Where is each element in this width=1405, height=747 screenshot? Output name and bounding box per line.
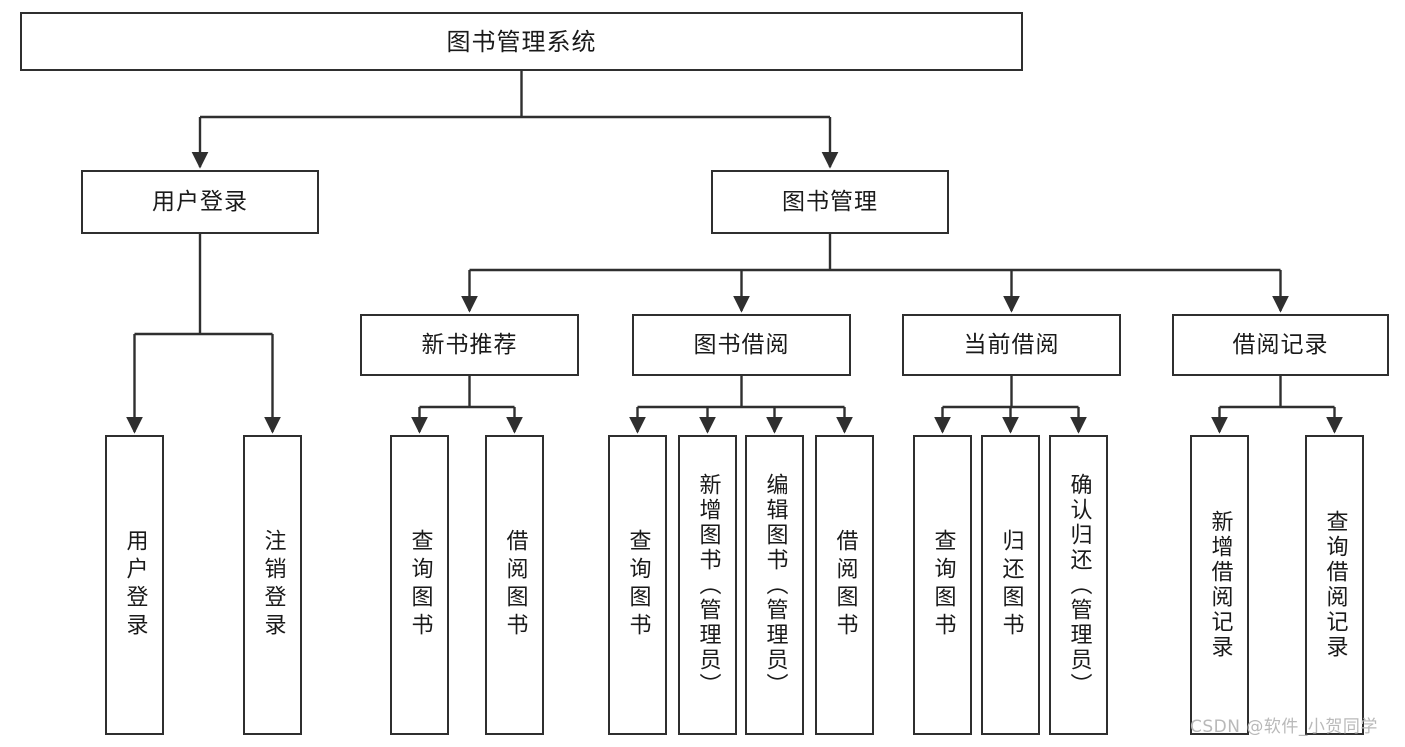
leaf-add-borrow-record[interactable]: 新增借阅记录 (1190, 435, 1249, 735)
leaf-query-book-3-label: 查询图书 (930, 529, 956, 641)
leaf-edit-book-label: 编辑图书（管理员） (762, 472, 788, 698)
node-book-borrow-label: 图书借阅 (693, 331, 790, 358)
node-book-borrow[interactable]: 图书借阅 (632, 314, 851, 376)
node-current-borrow-label: 当前借阅 (963, 331, 1060, 358)
node-borrow-record-label: 借阅记录 (1232, 331, 1329, 358)
leaf-query-borrow-record-label: 查询借阅记录 (1322, 510, 1348, 660)
leaf-query-book-1[interactable]: 查询图书 (390, 435, 449, 735)
leaf-query-book-2-label: 查询图书 (625, 529, 651, 641)
leaf-logout[interactable]: 注销登录 (243, 435, 302, 735)
leaf-return-book[interactable]: 归还图书 (981, 435, 1040, 735)
node-borrow-record[interactable]: 借阅记录 (1172, 314, 1389, 376)
leaf-confirm-return[interactable]: 确认归还（管理员） (1049, 435, 1108, 735)
leaf-borrow-book-2-label: 借阅图书 (832, 529, 858, 641)
leaf-return-book-label: 归还图书 (998, 529, 1024, 641)
leaf-query-borrow-record[interactable]: 查询借阅记录 (1305, 435, 1364, 735)
leaf-add-borrow-record-label: 新增借阅记录 (1207, 510, 1233, 660)
leaf-confirm-return-label: 确认归还（管理员） (1066, 472, 1092, 698)
leaf-add-book[interactable]: 新增图书（管理员） (678, 435, 737, 735)
leaf-user-login[interactable]: 用户登录 (105, 435, 164, 735)
node-user-login-label: 用户登录 (152, 188, 248, 215)
leaf-user-login-label: 用户登录 (122, 529, 148, 641)
node-new-book-recommend[interactable]: 新书推荐 (360, 314, 579, 376)
node-book-management-label: 图书管理 (782, 188, 878, 215)
node-book-management[interactable]: 图书管理 (711, 170, 949, 234)
node-current-borrow[interactable]: 当前借阅 (902, 314, 1121, 376)
leaf-borrow-book-2[interactable]: 借阅图书 (815, 435, 874, 735)
node-new-book-recommend-label: 新书推荐 (421, 331, 518, 358)
node-root-label: 图书管理系统 (446, 27, 597, 56)
leaf-borrow-book-1[interactable]: 借阅图书 (485, 435, 544, 735)
leaf-logout-label: 注销登录 (260, 529, 286, 641)
node-root[interactable]: 图书管理系统 (20, 12, 1023, 71)
leaf-query-book-3[interactable]: 查询图书 (913, 435, 972, 735)
leaf-borrow-book-1-label: 借阅图书 (502, 529, 528, 641)
leaf-query-book-2[interactable]: 查询图书 (608, 435, 667, 735)
node-user-login[interactable]: 用户登录 (81, 170, 319, 234)
leaf-edit-book[interactable]: 编辑图书（管理员） (745, 435, 804, 735)
watermark: CSDN @软件_小贺同学 (1190, 717, 1378, 737)
leaf-query-book-1-label: 查询图书 (407, 529, 433, 641)
leaf-add-book-label: 新增图书（管理员） (695, 472, 721, 698)
